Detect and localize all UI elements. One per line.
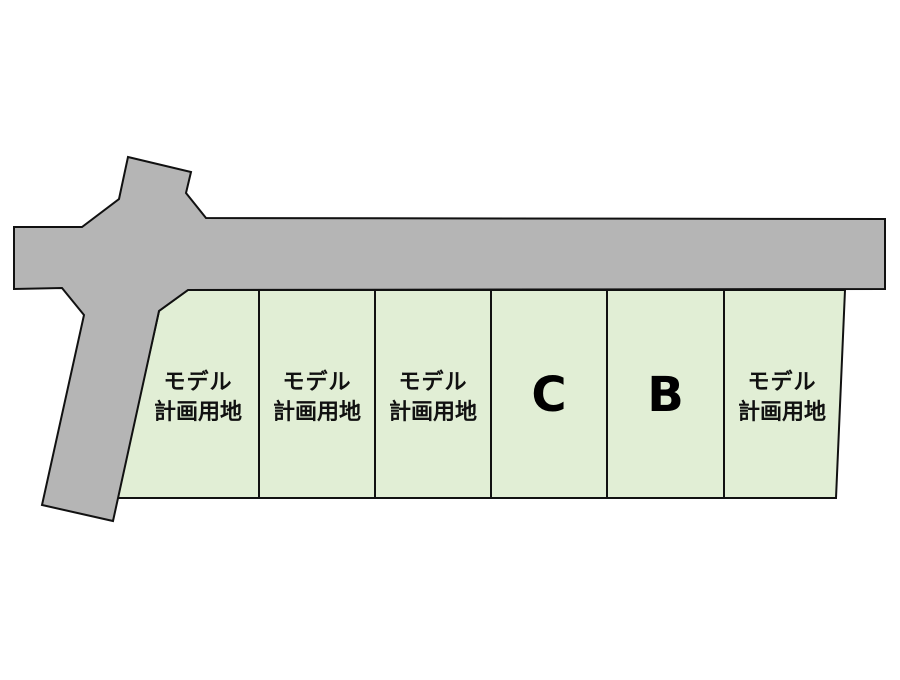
lot-label-line1: モデル: [282, 370, 352, 395]
lot-label-c: C: [531, 367, 567, 423]
lot-label-line2: 計画用地: [272, 400, 361, 425]
lot-label-line2: 計画用地: [153, 400, 242, 425]
road: [13, 155, 886, 523]
lot-label-line2: 計画用地: [737, 400, 826, 425]
lot-label-line1: モデル: [398, 370, 468, 395]
lot-label-line2: 計画用地: [388, 400, 477, 425]
lot-label-1: モデル 計画用地: [138, 368, 258, 428]
lot-label-3: モデル 計画用地: [375, 368, 491, 428]
lot-label-2: モデル 計画用地: [259, 368, 375, 428]
lot-label-6: モデル 計画用地: [724, 368, 840, 428]
lot-label-line1: モデル: [163, 370, 233, 395]
lot-label-b: B: [647, 367, 684, 423]
lot-label-line1: モデル: [747, 370, 817, 395]
